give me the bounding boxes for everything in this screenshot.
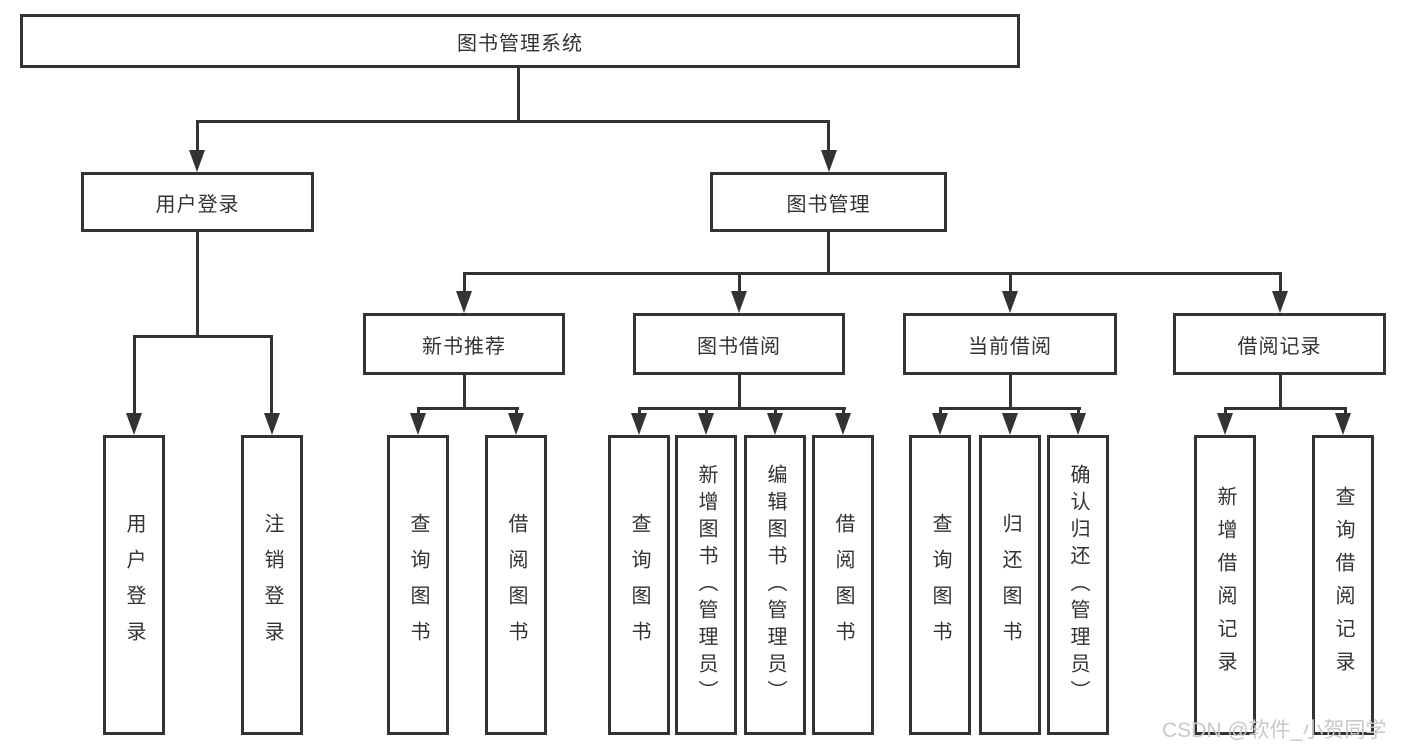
connector-line [1279,272,1282,293]
leaf-label: 查询图书 [929,513,951,657]
arrowhead-down-icon [1272,291,1288,313]
leaf-add-borrow-record: 新增借阅记录 [1194,435,1256,735]
arrowhead-down-icon [410,413,426,435]
node-label: 新书推荐 [422,335,506,358]
connector-line [270,335,273,415]
connector-line [1224,407,1227,417]
node-root-system: 图书管理系统 [20,14,1020,68]
connector-line [463,272,1282,275]
node-label: 当前借阅 [968,335,1052,358]
arrowhead-down-icon [731,291,747,313]
leaf-confirm-return-admin: 确认归还（管理员） [1047,435,1109,735]
arrowhead-down-icon [508,413,524,435]
arrowhead-down-icon [1002,291,1018,313]
connector-line [1009,374,1012,409]
arrowhead-down-icon [767,413,783,435]
node-book-borrow: 图书借阅 [633,313,845,375]
arrowhead-down-icon [1217,413,1233,435]
leaf-logout: 注销登录 [241,435,303,735]
arrowhead-down-icon [126,413,142,435]
connector-line [939,407,942,417]
connector-line [1279,374,1282,409]
leaf-label: 归还图书 [999,513,1021,657]
arrowhead-down-icon [932,413,948,435]
arrowhead-down-icon [1335,413,1351,435]
connector-line [417,407,420,417]
connector-line [517,67,520,122]
leaf-label: 新增图书（管理员） [695,463,717,707]
leaf-label: 新增借阅记录 [1214,486,1236,684]
arrowhead-down-icon [698,413,714,435]
connector-line [827,231,830,274]
connector-line [842,407,845,417]
connector-line [1009,272,1012,293]
connector-line [133,335,136,415]
connector-line [463,374,466,409]
node-user-login: 用户登录 [81,172,314,232]
arrowhead-down-icon [631,413,647,435]
arrowhead-down-icon [835,413,851,435]
connector-line [705,407,708,417]
leaf-edit-books-admin: 编辑图书（管理员） [744,435,806,735]
node-label: 图书管理系统 [457,32,583,55]
connector-line [196,120,199,152]
connector-line [196,231,199,337]
connector-line [638,407,641,417]
node-label: 图书借阅 [697,335,781,358]
leaf-query-borrow-record: 查询借阅记录 [1312,435,1374,735]
arrowhead-down-icon [264,413,280,435]
connector-line [1077,407,1080,417]
leaf-borrow-books-1: 借阅图书 [485,435,547,735]
connector-line [1344,407,1347,417]
arrowhead-down-icon [821,150,837,172]
node-current-borrow: 当前借阅 [903,313,1117,375]
connector-line [133,335,273,338]
leaf-return-books: 归还图书 [979,435,1041,735]
leaf-user-login: 用户登录 [103,435,165,735]
node-label: 用户登录 [155,193,240,216]
connector-line [827,120,830,152]
connector-line [939,407,1081,410]
leaf-label: 编辑图书（管理员） [764,463,786,707]
connector-line [417,407,519,410]
leaf-query-books-1: 查询图书 [387,435,449,735]
node-borrow-records: 借阅记录 [1173,313,1386,375]
node-book-management: 图书管理 [710,172,947,232]
leaf-add-books-admin: 新增图书（管理员） [675,435,737,735]
connector-line [638,407,846,410]
connector-line [1224,407,1346,410]
node-new-book-recommend: 新书推荐 [363,313,565,375]
connector-line [515,407,518,417]
connector-line [463,272,466,293]
leaf-label: 确认归还（管理员） [1067,463,1089,707]
connector-line [738,374,741,409]
node-label: 借阅记录 [1237,335,1322,358]
leaf-label: 借阅图书 [505,513,527,657]
leaf-query-books-2: 查询图书 [608,435,670,735]
connector-line [196,120,830,123]
leaf-label: 查询图书 [407,513,429,657]
leaf-label: 借阅图书 [832,513,854,657]
csdn-watermark: CSDN @软件_小贺同学 [1162,719,1387,742]
node-label: 图书管理 [786,193,871,216]
arrowhead-down-icon [1070,413,1086,435]
arrowhead-down-icon [1002,413,1018,435]
arrowhead-down-icon [189,150,205,172]
connector-line [738,272,741,293]
leaf-borrow-books-2: 借阅图书 [812,435,874,735]
connector-line [774,407,777,417]
leaf-label: 注销登录 [261,513,283,657]
leaf-label: 查询图书 [628,513,650,657]
arrowhead-down-icon [456,291,472,313]
leaf-query-books-3: 查询图书 [909,435,971,735]
leaf-label: 用户登录 [123,513,145,657]
leaf-label: 查询借阅记录 [1332,486,1354,684]
